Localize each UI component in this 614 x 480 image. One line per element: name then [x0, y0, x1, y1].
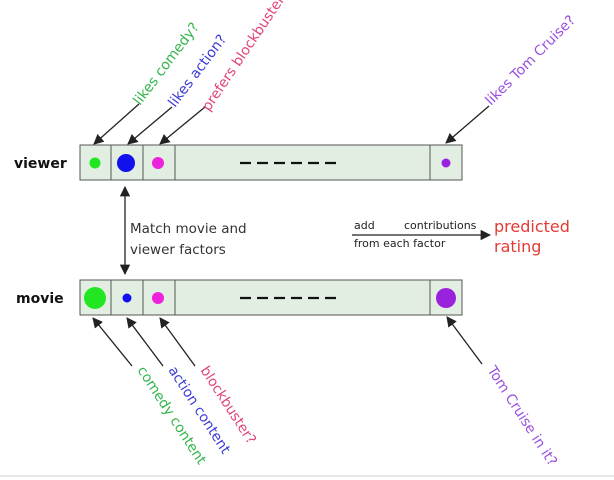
- viewer-comedy-dot: [89, 157, 101, 169]
- movie-factor-tomcruise-label: Tom Cruise in it?: [483, 363, 560, 469]
- movie-factor-arrow: [92, 317, 133, 367]
- viewer-action-dot: [117, 154, 135, 172]
- viewer-tomcruise-dot: [441, 158, 451, 168]
- match-note-line2: viewer factors: [130, 242, 226, 258]
- movie-label: movie: [16, 291, 64, 307]
- match-note-line1: Match movie and: [130, 221, 247, 237]
- viewer-factor-tomcruise-label: likes Tom Cruise?: [483, 13, 579, 109]
- movie-vector-box: [79, 279, 463, 316]
- sum-note-from: from each factor: [354, 237, 446, 250]
- movie-tomcruise-dot: [436, 288, 456, 308]
- movie-factor-arrow: [126, 317, 164, 367]
- movie-comedy-dot: [84, 287, 106, 309]
- viewer-blockbuster-dot: [152, 157, 164, 169]
- viewer-factor-arrow: [93, 103, 140, 145]
- movie-factor-arrow: [446, 316, 483, 365]
- viewer-vector-box: [79, 144, 463, 181]
- predicted-rating-line1: predicted: [494, 217, 570, 236]
- sum-note-add: add: [354, 219, 375, 232]
- viewer-label: viewer: [14, 156, 67, 172]
- viewer-factor-arrow: [127, 106, 173, 145]
- movie-factor-arrow: [159, 317, 196, 367]
- predicted-rating-line2: rating: [494, 237, 541, 256]
- sum-note-contributions: contributions: [404, 219, 477, 232]
- viewer-factor-arrow: [445, 105, 490, 144]
- viewer-factor-arrow: [159, 106, 206, 145]
- movie-blockbuster-dot: [152, 292, 164, 304]
- movie-action-dot: [122, 293, 132, 303]
